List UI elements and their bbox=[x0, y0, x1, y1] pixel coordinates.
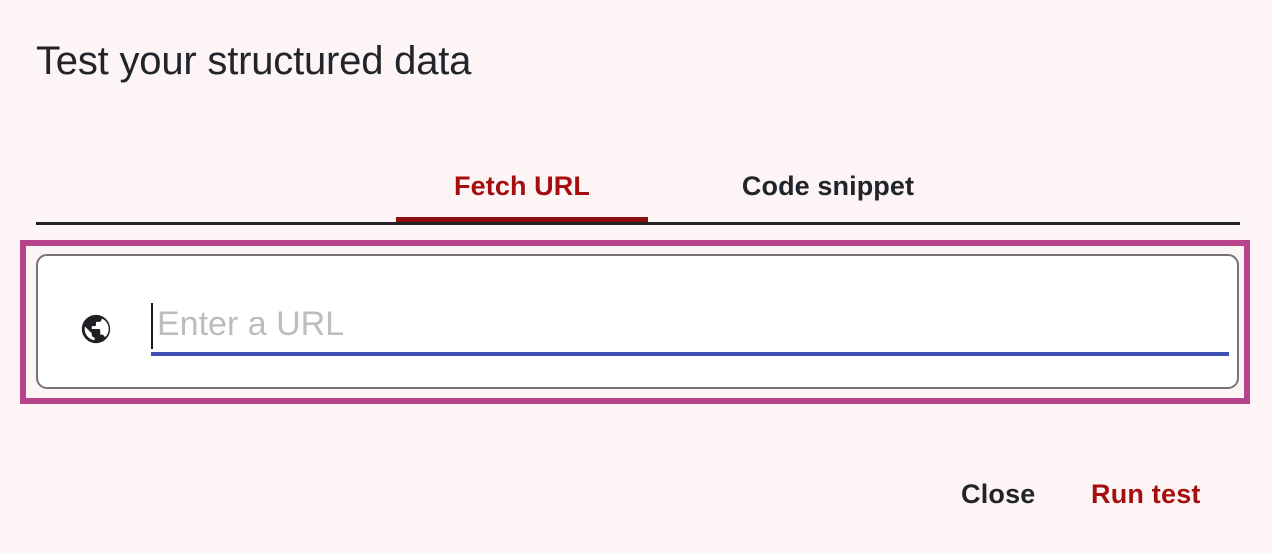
dialog-actions: Close Run test bbox=[0, 470, 1272, 530]
url-input-field[interactable]: Enter a URL bbox=[151, 300, 1229, 356]
active-tab-indicator bbox=[396, 217, 648, 222]
url-input-placeholder: Enter a URL bbox=[157, 305, 345, 343]
url-input-underline bbox=[151, 352, 1229, 356]
tab-bar-divider bbox=[36, 222, 1240, 225]
run-test-button[interactable]: Run test bbox=[1091, 470, 1201, 518]
tab-fetch-url[interactable]: Fetch URL bbox=[454, 170, 590, 201]
close-button[interactable]: Close bbox=[961, 470, 1036, 518]
tab-bar: Fetch URL Code snippet bbox=[36, 150, 1240, 225]
globe-icon bbox=[79, 312, 113, 346]
text-cursor bbox=[151, 303, 153, 349]
url-input-row: Enter a URL bbox=[38, 256, 1237, 387]
highlight-annotation-rectangle bbox=[20, 240, 1250, 404]
page-title: Test your structured data bbox=[36, 39, 472, 83]
url-input-card[interactable]: Enter a URL bbox=[36, 254, 1239, 389]
tab-code-snippet[interactable]: Code snippet bbox=[741, 170, 915, 201]
